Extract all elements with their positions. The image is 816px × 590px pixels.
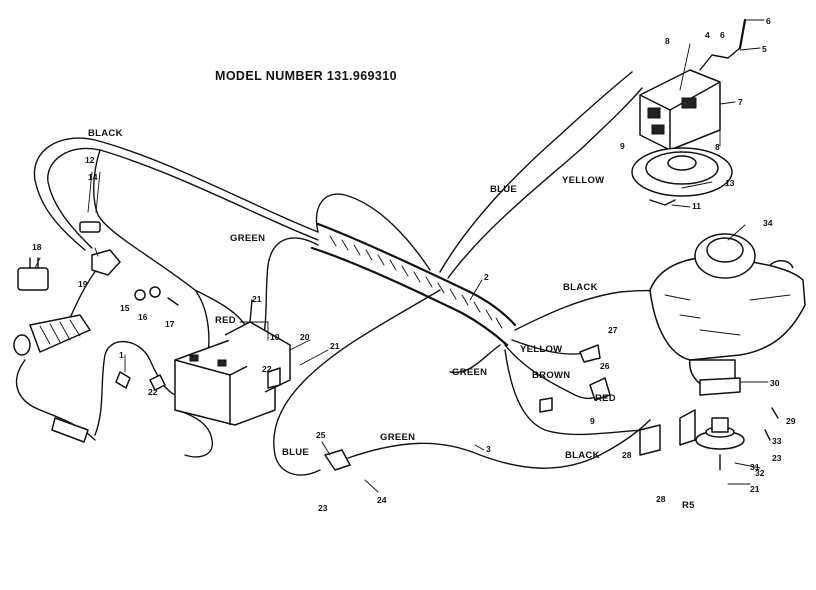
label-yellow-mid: YELLOW xyxy=(520,344,562,355)
callout-18: 18 xyxy=(32,242,42,252)
seat-switch xyxy=(324,449,351,471)
callout-28b: 28 xyxy=(656,494,666,504)
callout-23b: 23 xyxy=(772,453,782,463)
callout-11: 11 xyxy=(692,201,701,211)
wire-blue-upper-loop xyxy=(315,193,431,271)
callout-22b: 22 xyxy=(262,364,272,374)
callout-34: 34 xyxy=(763,218,773,228)
wire-black-bottom xyxy=(504,349,651,436)
label-yellow-top: YELLOW xyxy=(562,175,604,186)
callout-4: 4 xyxy=(705,30,710,40)
callout-22: 22 xyxy=(148,387,158,397)
wire-black-loop-inner xyxy=(47,147,319,249)
wire-green-to-battery xyxy=(261,237,319,346)
inline-connector xyxy=(51,417,89,443)
leader-lines xyxy=(34,19,769,493)
label-blue-top: BLUE xyxy=(490,184,517,195)
wire-blue-lower-loop xyxy=(273,289,441,476)
engine-pulley-assembly xyxy=(679,407,779,471)
label-green-bottom: GREEN xyxy=(380,432,415,443)
callout-10: 10 xyxy=(270,332,280,342)
wire-green-bottom xyxy=(347,419,651,469)
label-green-mid: GREEN xyxy=(452,367,487,378)
callout-28: 28 xyxy=(622,450,632,460)
label-red-right: RED xyxy=(595,393,616,404)
footer-code: R5 xyxy=(682,500,695,511)
wire-black-to-fuse xyxy=(93,149,210,366)
callout-31: 31 xyxy=(750,462,760,472)
wire-red xyxy=(194,289,246,326)
callout-21c: 21 xyxy=(750,484,760,494)
callout-9b: 9 xyxy=(590,416,595,426)
wire-yellow-top xyxy=(447,87,643,279)
callout-8: 8 xyxy=(665,36,670,46)
callout-16: 16 xyxy=(138,312,148,322)
callout-33: 33 xyxy=(772,436,782,446)
model-number-title: MODEL NUMBER 131.969310 xyxy=(215,69,397,83)
label-black-top: BLACK xyxy=(88,128,123,139)
callout-9: 9 xyxy=(620,141,625,151)
wire-blue-top xyxy=(439,71,633,273)
engine xyxy=(649,233,806,391)
harness-texture xyxy=(329,235,503,329)
callout-25: 25 xyxy=(316,430,326,440)
wire-plug-to-battery xyxy=(94,340,176,436)
callout-15: 15 xyxy=(120,303,130,313)
label-red: RED xyxy=(215,315,236,326)
hardware-pieces xyxy=(115,286,741,471)
callout-17: 17 xyxy=(165,319,175,329)
callout-24: 24 xyxy=(377,495,387,505)
callout-14: 14 xyxy=(88,172,98,182)
harness-sheath-bottom xyxy=(310,246,509,347)
harness-sheath-top xyxy=(316,222,517,327)
label-brown: BROWN xyxy=(532,370,570,381)
spark-plug-boot xyxy=(13,314,91,356)
label-black-right: BLACK xyxy=(563,282,598,293)
callout-29: 29 xyxy=(786,416,796,426)
wire-green-mid xyxy=(449,344,501,374)
callout-21: 21 xyxy=(252,294,262,304)
ignition-switch xyxy=(17,249,121,291)
callout-3: 3 xyxy=(486,444,491,454)
electric-clutch-assembly xyxy=(631,18,747,206)
callout-20: 20 xyxy=(300,332,310,342)
callout-21b: 21 xyxy=(330,341,340,351)
key xyxy=(17,267,49,291)
label-black-bottom: BLACK xyxy=(565,450,600,461)
label-blue-bottom: BLUE xyxy=(282,447,309,458)
callout-6: 6 xyxy=(720,30,725,40)
wire-black-loop xyxy=(33,137,319,251)
callout-1: 1 xyxy=(119,350,124,360)
callout-7: 7 xyxy=(738,97,743,107)
callout-23: 23 xyxy=(318,503,328,513)
part-callouts: 1 2 3 4 5 6 6 7 8 8 9 9 10 11 12 13 14 1… xyxy=(32,16,796,513)
wire-color-labels: BLACK GREEN RED BLUE YELLOW BLACK YELLOW… xyxy=(88,128,616,461)
wire-battery-to-blue xyxy=(174,409,214,458)
callout-13: 13 xyxy=(725,178,735,188)
callout-6b: 6 xyxy=(766,16,771,26)
callout-32: 32 xyxy=(755,468,765,478)
callout-12: 12 xyxy=(85,155,95,165)
callout-8b: 8 xyxy=(715,142,720,152)
callout-19: 19 xyxy=(78,279,88,289)
callout-27: 27 xyxy=(608,325,618,335)
wire-black-right xyxy=(514,289,669,331)
callout-30: 30 xyxy=(770,378,780,388)
fuse-holder xyxy=(79,221,101,233)
callout-2: 2 xyxy=(484,272,489,282)
callout-26: 26 xyxy=(600,361,610,371)
label-green-left: GREEN xyxy=(230,233,265,244)
callout-5: 5 xyxy=(762,44,767,54)
